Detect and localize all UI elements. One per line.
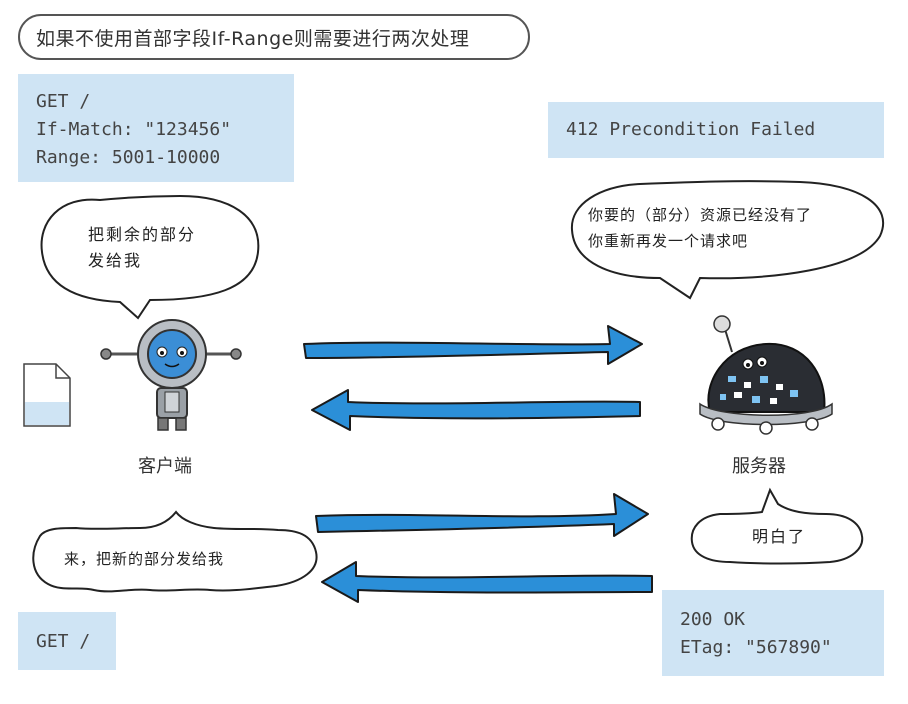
- server-speech-bubble-1: [570, 180, 885, 300]
- client-speech-bubble-1: [40, 194, 260, 320]
- arrow-response-1: [311, 389, 641, 431]
- response-2-box: 200 OK ETag: "567890": [662, 590, 884, 676]
- request-1-box: GET / If-Match: "123456" Range: 5001-100…: [18, 74, 294, 182]
- client-speech-bubble-2: [32, 510, 318, 593]
- server-bubble-2-text: 明白了: [752, 527, 807, 546]
- client-robot-icon: [100, 319, 242, 431]
- client-bubble-2-text: 来，把新的部分发给我: [64, 550, 225, 568]
- server-speech-bubble-2: [690, 487, 864, 565]
- client-bubble-1-line-2: 发给我: [88, 251, 143, 270]
- arrow-request-2: [315, 493, 649, 537]
- response-1-box: 412 Precondition Failed: [548, 102, 884, 158]
- request-2-box: GET /: [18, 612, 116, 670]
- request-1-line-1: GET /: [36, 91, 91, 112]
- response-1-line: 412 Precondition Failed: [566, 119, 816, 140]
- request-2-line: GET /: [36, 631, 91, 652]
- client-bubble-1-text: 把剩余的部分 发给我: [88, 222, 196, 274]
- server-bubble-1-text: 你要的（部分）资源已经没有了 你重新再发一个请求吧: [588, 202, 812, 254]
- response-2-line-2: ETag: "567890": [680, 637, 832, 658]
- server-label: 服务器: [732, 456, 786, 477]
- request-1-line-2: If-Match: "123456": [36, 119, 232, 140]
- arrow-response-2: [321, 561, 653, 603]
- server-robot-icon: [699, 315, 833, 435]
- arrow-request-1: [303, 325, 643, 365]
- server-bubble-1-line-2: 你重新再发一个请求吧: [588, 232, 749, 250]
- server-bubble-1-line-1: 你要的（部分）资源已经没有了: [588, 206, 813, 224]
- document-icon: [23, 363, 71, 427]
- response-2-line-1: 200 OK: [680, 609, 746, 630]
- diagram-title: 如果不使用首部字段If-Range则需要进行两次处理: [18, 14, 530, 60]
- client-label: 客户端: [138, 456, 192, 477]
- client-bubble-1-line-1: 把剩余的部分: [88, 225, 197, 244]
- request-1-line-3: Range: 5001-10000: [36, 147, 221, 168]
